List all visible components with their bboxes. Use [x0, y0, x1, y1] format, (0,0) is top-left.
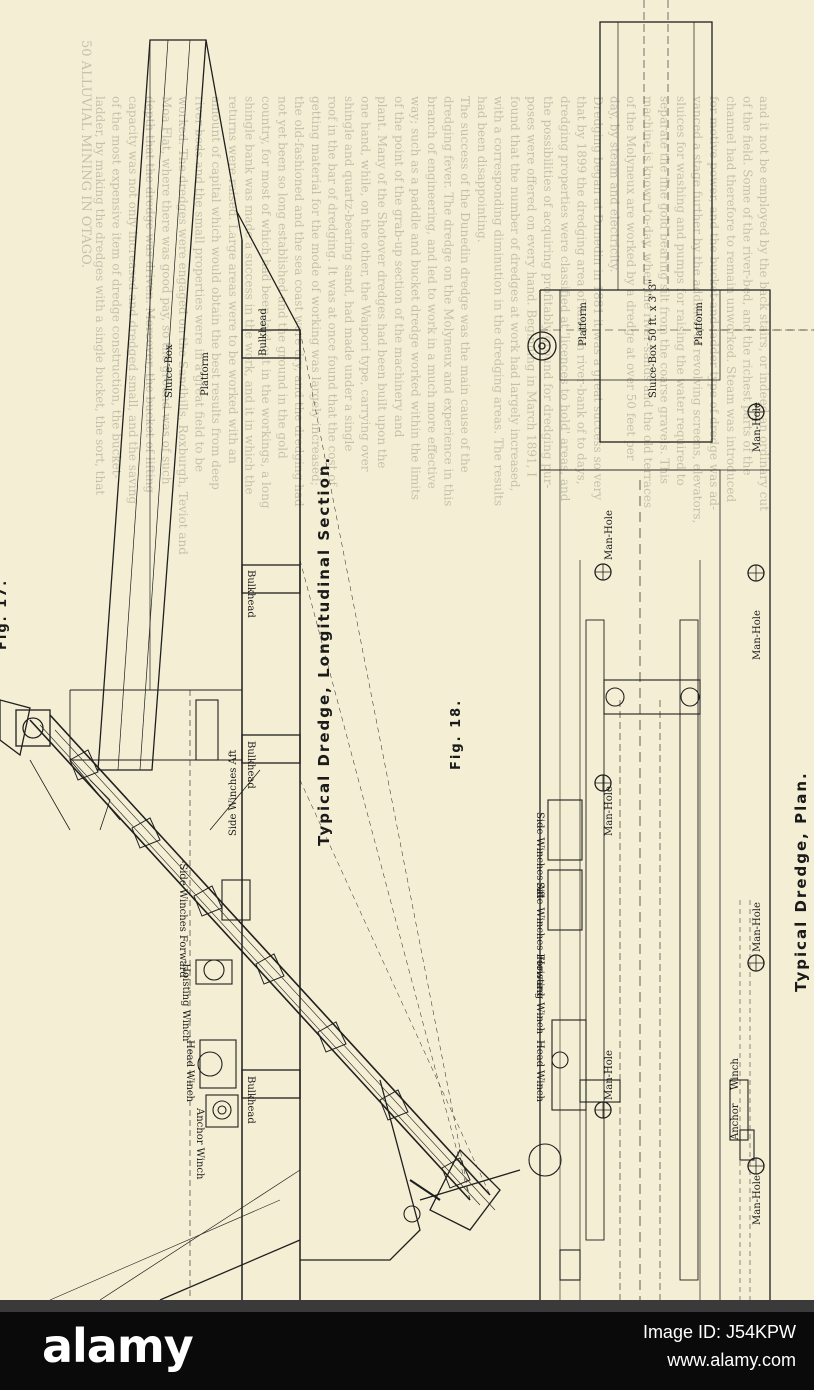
- bleed-line: worked. The dredges were engaged on the …: [176, 96, 190, 555]
- bleed-line: found that the number of dredges at work…: [508, 96, 522, 492]
- dredge-bucket: [255, 953, 285, 985]
- bleed-line: of the field. Some of the river-bed, and…: [740, 96, 754, 476]
- bleed-line: country, for most of which had been laid…: [259, 96, 273, 509]
- head-winch-label: Head Winch: [534, 1040, 545, 1103]
- bleed-line: and it not be employed by the back stair…: [757, 96, 771, 511]
- scanned-page: 50 ALLUVIAL MINING IN OTAGO. and it not …: [0, 0, 814, 1300]
- engineering-plate: 50 ALLUVIAL MINING IN OTAGO. and it not …: [0, 0, 814, 1300]
- bleed-line: dredging fever. The dredge on the Molyne…: [442, 96, 456, 506]
- bulkhead-label: Bulkhead: [245, 741, 256, 789]
- bleed-line: returns were raised. Large areas were to…: [226, 96, 240, 464]
- dredge-bucket: [193, 885, 223, 917]
- longitudinal-section-drawing: [0, 39, 521, 1300]
- site-url: www.alamy.com: [667, 1350, 796, 1370]
- bleed-line: sluices for washing and pumps for raisin…: [674, 96, 688, 486]
- fig17-number: Fig. 17.: [0, 579, 10, 650]
- bleed-line: The success of the Dunedin dredge was th…: [458, 96, 472, 473]
- manhole-label: Man-Hole: [752, 610, 763, 660]
- bleed-line: poses were offered on every hand. Beginn…: [525, 96, 539, 477]
- platform-label: Platform: [200, 352, 211, 396]
- manhole-label: Man-Hole: [752, 402, 763, 452]
- bleed-through-text: 50 ALLUVIAL MINING IN OTAGO. and it not …: [78, 40, 771, 555]
- bleed-line: way; such as a paddle and bucket dredge …: [408, 96, 422, 500]
- head-winch-label: Head Winch: [184, 1040, 195, 1103]
- platform-label: Platform: [578, 302, 589, 346]
- bleed-line: ladder, by making the dredges with a sin…: [93, 96, 107, 495]
- sluice-box-label: Sluice-Box: [164, 344, 175, 398]
- hoisting-winch-label: -Hoisting Winch: [180, 960, 191, 1042]
- bleed-line: capacity was not only increased and dred…: [126, 96, 140, 504]
- watermark-footer: [0, 1300, 814, 1390]
- bleed-line: shingle bank was made a success in the w…: [242, 96, 256, 495]
- bleed-line: the old-fashioned and the sea coast were…: [292, 96, 306, 507]
- bulkhead-label: Bulkhead: [245, 1076, 256, 1124]
- bleed-line: of the most expensive item of dredge con…: [110, 96, 124, 479]
- bleed-line: plant. Many of the Shotover dredges had …: [375, 96, 389, 469]
- bleed-line: for motive power, and the bucket-and-lad…: [707, 96, 721, 510]
- fig18-caption: Typical Dredge, Plan.: [792, 771, 810, 992]
- manhole-label: Man-Hole: [604, 510, 615, 560]
- bulkhead-label: Bulkhead: [258, 308, 269, 356]
- platform-label: Platform: [694, 302, 705, 346]
- bleed-line: river beds and the small properties were…: [193, 96, 207, 472]
- bleed-line: day, by steam and electricity.: [608, 96, 622, 272]
- bleed-line: not yet been so long established and the…: [276, 96, 290, 459]
- manhole-label: Man-Hole: [604, 786, 615, 836]
- manhole-label: Man-Hole: [604, 1050, 615, 1100]
- dredge-bucket: [69, 749, 99, 781]
- bleed-line: of the Molyneux are worked by a dredge a…: [624, 96, 638, 461]
- dredge-bucket: [379, 1089, 409, 1121]
- bulkhead-label: Bulkhead: [245, 570, 256, 618]
- sluice-box-label: Sluice-Box 50 ft. x 3' 3": [648, 279, 659, 398]
- bleed-line: had been disappointing.: [475, 96, 489, 243]
- bleed-line: with a corresponding diminution in the d…: [491, 96, 505, 506]
- anchor-label: Anchor: [730, 1103, 741, 1141]
- bleed-line: roof in the bar of dredging. It was at o…: [325, 96, 339, 487]
- manhole-label: Man-Hole: [752, 1175, 763, 1225]
- plan-labels: Fig. 18. Typical Dredge, Plan. Platform …: [449, 279, 810, 1225]
- bleed-line: Moa Flat, where there was good pay, so t…: [159, 96, 173, 485]
- manhole-label: Man-Hole: [752, 902, 763, 952]
- bleed-line: one hand, while, on the other, the Waipo…: [359, 96, 373, 472]
- side-winches-aft-label: Side Winches Aft: [228, 750, 239, 836]
- bleed-line: shingle and quartz-bearing sand, had mad…: [342, 96, 356, 451]
- winch-label: Winch: [730, 1058, 741, 1090]
- hoisting-winch-label: Hoisting Winch: [534, 956, 545, 1035]
- running-head: 50 ALLUVIAL MINING IN OTAGO.: [78, 40, 93, 268]
- image-id: Image ID: J54KPW: [642, 1322, 796, 1342]
- bleed-line: channel had therefore to remain unworked…: [724, 96, 738, 502]
- section-labels: Fig. 17. Typical Dredge, Longitudinal Se…: [0, 308, 333, 1180]
- bleed-line: amount of capital which would obtain the…: [209, 96, 223, 490]
- dredge-bucket: [131, 817, 161, 849]
- side-winches-forward-label: Side Winches Forward: [534, 882, 545, 997]
- plan-view-drawing: [527, 0, 814, 1300]
- bleed-line: the possibilities of acquiring profitabl…: [541, 96, 555, 489]
- bleed-line: dredging properties were classified at '…: [558, 96, 572, 502]
- anchor-winch-label: Anchor Winch: [194, 1107, 205, 1180]
- side-winches-aft-label: Side Winches Aft: [534, 812, 545, 898]
- side-winches-forward-label: -Side Winches Forward: [177, 860, 188, 978]
- bleed-line: branch of engineering, and led to work i…: [425, 96, 439, 489]
- footer-strip: [0, 1300, 814, 1312]
- fig17-caption: Typical Dredge, Longitudinal Section.: [315, 456, 333, 846]
- fig18-number: Fig. 18.: [449, 699, 464, 770]
- alamy-logo: alamy: [42, 1319, 194, 1373]
- dredge-bucket: [317, 1021, 347, 1053]
- bleed-line: Dredging began at Dunedin in 1881 it was…: [591, 96, 605, 500]
- bleed-line: getting material for the mode of working…: [309, 96, 323, 486]
- bleed-line: of the point of the grab-up section of t…: [392, 96, 406, 438]
